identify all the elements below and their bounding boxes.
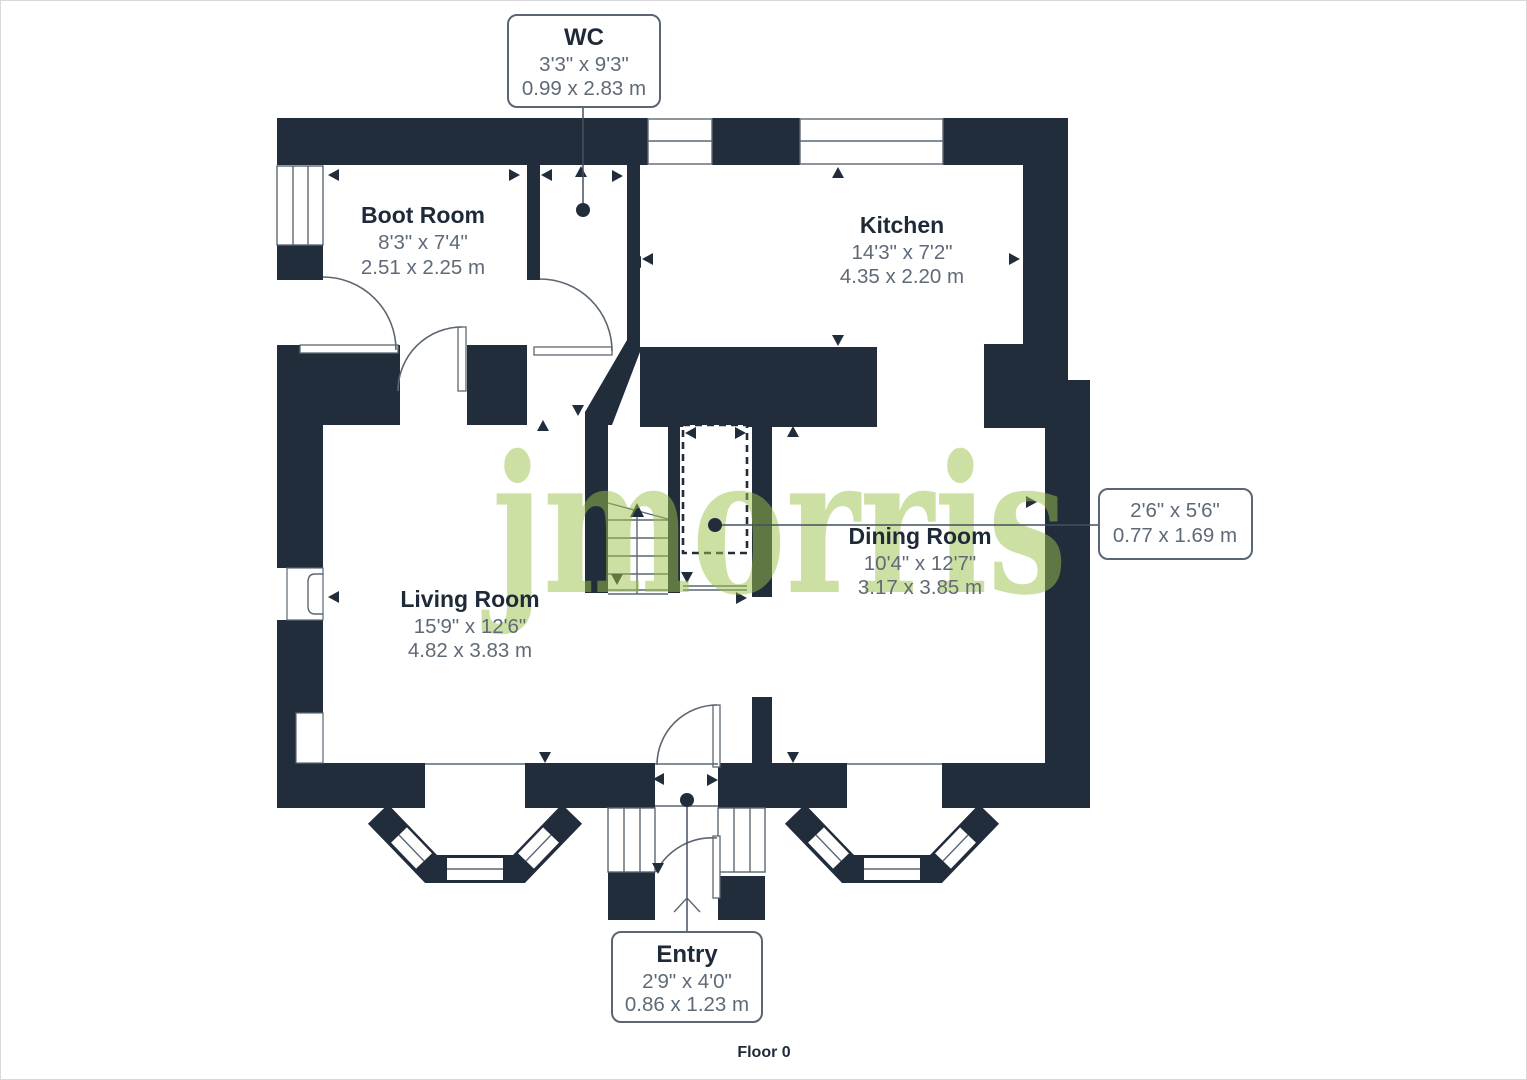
bay-window-right: [784, 763, 1000, 883]
walls-layer: [277, 118, 1090, 920]
stairs: [607, 502, 669, 595]
room-label-boot-room-metric: 2.51 x 2.25 m: [361, 256, 485, 279]
room-label-kitchen-name: Kitchen: [860, 212, 944, 238]
callout-side-imperial: 2'6" x 5'6": [1130, 499, 1220, 522]
room-label-living-room-name: Living Room: [400, 586, 539, 612]
room-label-dining-room-imperial: 10'4" x 12'7": [864, 552, 976, 575]
dimension-markers: [328, 166, 1037, 874]
room-label-kitchen-metric: 4.35 x 2.20 m: [840, 265, 964, 288]
callout-entry-metric: 0.86 x 1.23 m: [625, 993, 749, 1016]
room-label-boot-room-imperial: 8'3" x 7'4": [378, 231, 468, 254]
callout-entry-imperial: 2'9" x 4'0": [642, 970, 732, 993]
room-label-living-room-metric: 4.82 x 3.83 m: [408, 639, 532, 662]
bay-window-left: [367, 763, 583, 883]
floor-label: Floor 0: [737, 1044, 790, 1061]
doors-layer: [299, 276, 721, 899]
leader-dot-entry: [680, 793, 694, 807]
leader-dot-side: [708, 518, 722, 532]
callout-entry: Entry 2'9" x 4'0" 0.86 x 1.23 m: [611, 931, 763, 1023]
windows-layer: [276, 118, 944, 873]
room-label-dining-room-metric: 3.17 x 3.85 m: [858, 576, 982, 599]
leader-dot-wc: [576, 203, 590, 217]
callout-wc: WC 3'3" x 9'3" 0.99 x 2.83 m: [507, 14, 661, 108]
room-label-boot-room-name: Boot Room: [361, 202, 485, 228]
room-label-dining-room-name: Dining Room: [848, 523, 991, 549]
room-labels: Boot Room 8'3" x 7'4" 2.51 x 2.25 m Kitc…: [361, 202, 992, 662]
callout-wc-imperial: 3'3" x 9'3": [539, 53, 629, 76]
callout-wc-metric: 0.99 x 2.83 m: [522, 77, 646, 100]
stairs-up-arrow: [630, 503, 644, 517]
leader-lines: [576, 106, 1099, 932]
callout-wc-title: WC: [564, 24, 604, 51]
room-label-kitchen-imperial: 14'3" x 7'2": [851, 241, 952, 264]
wall-recess: [295, 712, 324, 764]
room-label-living-room-imperial: 15'9" x 12'6": [414, 615, 526, 638]
callout-entry-title: Entry: [656, 941, 718, 968]
callout-side-metric: 0.77 x 1.69 m: [1113, 524, 1237, 547]
fireplace-recess: [286, 567, 324, 621]
callout-side-dimension: 2'6" x 5'6" 0.77 x 1.69 m: [1098, 488, 1253, 560]
